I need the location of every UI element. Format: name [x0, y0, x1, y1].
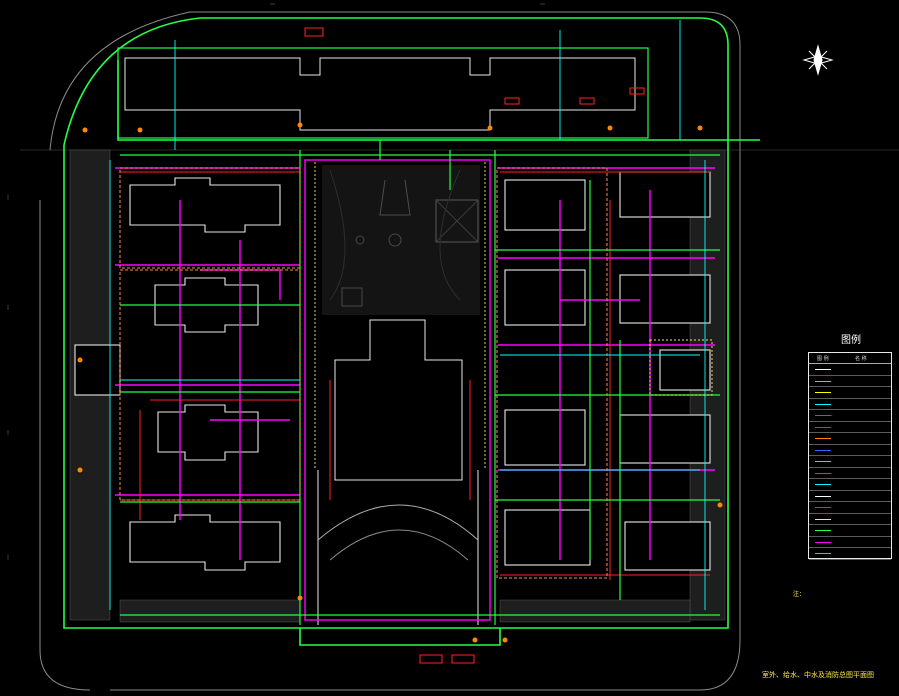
legend-row	[809, 364, 891, 376]
legend-line-symbol	[815, 472, 831, 474]
supply-lines	[120, 140, 720, 625]
legend-row	[809, 422, 891, 433]
axis-ticks	[7, 3, 545, 560]
legend-row	[809, 376, 891, 387]
legend-line-symbol	[815, 426, 831, 428]
red-tags	[304, 27, 645, 664]
legend-col-name: 名 称	[855, 356, 867, 362]
cyan-lines	[109, 20, 706, 610]
markers	[77, 122, 723, 643]
dashed-zones	[119, 167, 608, 579]
legend-row	[809, 491, 891, 502]
legend-line-symbol	[815, 507, 831, 508]
legend-table: 图例 图 例 名 称	[808, 335, 892, 560]
compass-icon	[802, 44, 834, 76]
legend-row	[809, 445, 891, 456]
right-buildings	[504, 171, 711, 571]
legend-line-symbol	[815, 553, 831, 554]
notes-title: 注：	[793, 591, 806, 598]
legend-row	[809, 468, 891, 479]
legend-line-symbol	[815, 392, 831, 393]
legend-line-symbol	[815, 461, 831, 462]
legend-line-symbol	[815, 530, 831, 531]
legend-row	[809, 456, 891, 468]
legend-line-symbol	[815, 541, 831, 543]
legend-line-symbol	[815, 449, 831, 451]
left-buildings	[74, 177, 281, 571]
legend-line-symbol	[815, 369, 831, 370]
legend-rows	[809, 364, 891, 560]
fire-pipes	[120, 171, 710, 580]
legend-title: 图例	[841, 335, 861, 346]
plaza-texture	[322, 165, 480, 315]
site-boundary	[63, 17, 760, 646]
legend-row	[809, 514, 891, 525]
legend-row	[809, 537, 891, 548]
legend-line-symbol	[815, 403, 831, 405]
legend-line-symbol	[815, 484, 831, 485]
top-building	[124, 57, 636, 131]
road-outline	[20, 11, 899, 691]
legend-row	[809, 399, 891, 410]
legend-row	[809, 502, 891, 514]
legend-row	[809, 387, 891, 399]
legend-row	[809, 548, 891, 560]
yellow-dashed	[314, 162, 713, 470]
legend-row	[809, 479, 891, 491]
legend-line-symbol	[815, 518, 831, 520]
legend-line-symbol	[815, 415, 831, 416]
legend-line-symbol	[815, 438, 831, 439]
legend-line-symbol	[815, 380, 831, 382]
legend-row	[809, 525, 891, 537]
legend-col-symbol: 图 例	[817, 356, 829, 362]
legend-line-symbol	[815, 495, 831, 497]
legend-row	[809, 433, 891, 445]
legend-header: 图 例 名 称	[809, 353, 891, 364]
legend-row	[809, 410, 891, 422]
drawing-caption: 室外、给水、中水及消防总图平面图	[762, 671, 874, 679]
